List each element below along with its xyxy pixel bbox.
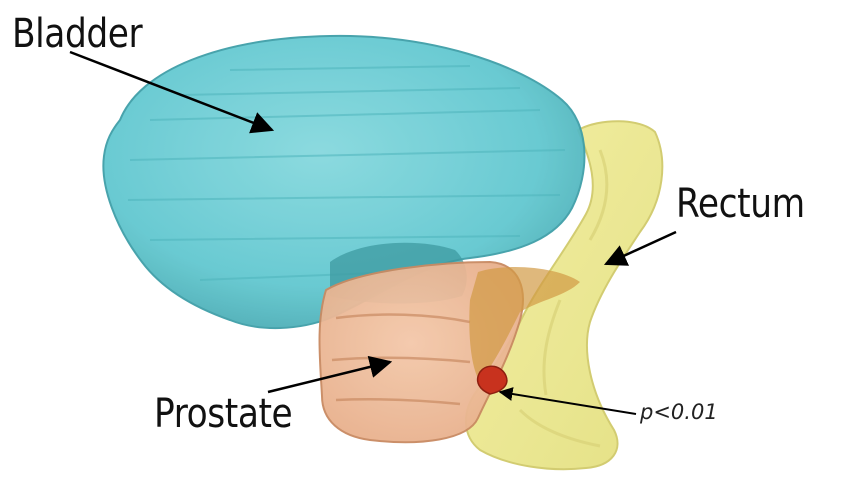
bladder-label: Bladder xyxy=(12,14,142,54)
significance-label: p<0.01 xyxy=(640,402,718,423)
rectum-label: Rectum xyxy=(676,184,805,224)
prostate-label: Prostate xyxy=(154,394,292,434)
